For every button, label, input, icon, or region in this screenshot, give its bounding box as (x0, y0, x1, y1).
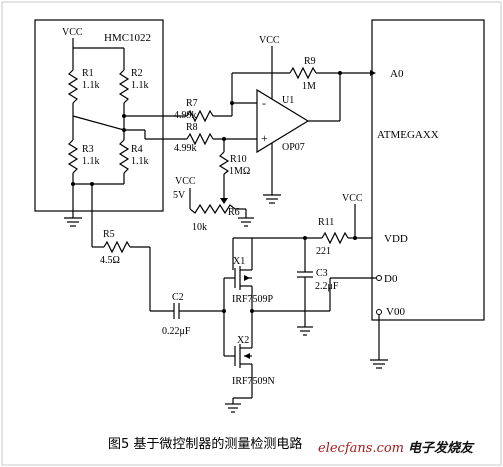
r6-potentiometer (189, 203, 236, 215)
r6-wiper-arrow (220, 198, 228, 204)
opamp-stage: R7 4.99k R8 4.99k - + U1 OP07 VCC R9 1M (173, 35, 372, 233)
r7-name: R7 (186, 98, 198, 109)
r6-value: 10k (192, 222, 207, 233)
mcu-pin-d0: D0 (384, 273, 398, 285)
c3-value: 2.2μF (315, 281, 339, 292)
opamp-symbol (256, 88, 310, 154)
driver-stage: R5 4.5Ω C2 0.22μF X1 IRF7509P (92, 217, 376, 413)
r2-value: 1.1k (131, 80, 149, 91)
x1-name: X1 (233, 256, 245, 267)
mcu-pin-v00: V00 (386, 306, 405, 318)
mcu-pin-a0: A0 (390, 68, 404, 80)
r3-name: R3 (82, 144, 94, 155)
x2-part: IRF7509N (232, 376, 275, 387)
r2-name: R2 (131, 68, 143, 79)
c2-name: C2 (172, 292, 184, 303)
r4-resistor (118, 139, 130, 174)
r10-name: R10 (230, 154, 247, 165)
mcu-block: ATMEGAXX A0 VDD D0 V00 VCC (342, 19, 485, 369)
x2-nmos-transistor (225, 311, 253, 413)
r7-value: 4.99k (174, 110, 197, 121)
r7-resistor (186, 109, 214, 123)
r9-value: 1M (302, 81, 316, 92)
r10-resistor (218, 151, 230, 175)
opamp-minus: - (262, 96, 266, 110)
r10-value: 1MΩ (229, 166, 250, 177)
r11-resistor (321, 231, 349, 245)
opamp-u1: U1 (282, 95, 294, 106)
mcu-pin-vdd: VDD (384, 233, 408, 245)
r2-resistor (118, 69, 130, 104)
hmc1022-sensor: HMC1022 VCC R1 1.1k R2 1.1k R3 1.1k R (34, 19, 187, 247)
pot-5v-label: 5V (173, 190, 186, 201)
r1-name: R1 (82, 68, 94, 79)
watermark-brand: 电子发烧友 (408, 440, 475, 456)
sensor-vcc-label: VCC (62, 27, 83, 38)
watermark-url: elecfans.com (318, 441, 404, 456)
r9-name: R9 (304, 56, 316, 67)
r8-resistor (186, 132, 214, 146)
opamp-vcc-label: VCC (259, 35, 280, 46)
pot-vcc-label: VCC (175, 176, 196, 187)
r1-value: 1.1k (82, 80, 100, 91)
r9-resistor (289, 66, 317, 80)
x2-name: X2 (237, 335, 249, 346)
sensor-chip-label: HMC1022 (104, 32, 151, 44)
c3-name: C3 (316, 268, 328, 279)
x1-part: IRF7509P (232, 294, 274, 305)
opamp-model: OP07 (282, 142, 305, 153)
r5-name: R5 (103, 229, 115, 240)
r3-resistor (67, 139, 79, 174)
mcu-name: ATMEGAXX (377, 129, 439, 141)
r5-value: 4.5Ω (100, 255, 120, 266)
r4-value: 1.1k (131, 156, 149, 167)
r6-name: R6 (228, 207, 240, 218)
r8-value: 4.99k (174, 143, 197, 154)
x1-pmos-transistor (232, 237, 253, 311)
r11-value: 221 (316, 246, 331, 257)
r8-name: R8 (186, 122, 198, 133)
r11-name: R11 (318, 217, 334, 228)
r4-name: R4 (131, 144, 143, 155)
r3-value: 1.1k (82, 156, 100, 167)
r5-resistor (103, 240, 131, 254)
opamp-plus: + (261, 131, 268, 145)
mcu-box (371, 19, 485, 321)
mcu-vcc-label: VCC (342, 193, 363, 204)
c2-value: 0.22μF (162, 326, 191, 337)
figure-caption: 图5 基于微控制器的测量检测电路 (108, 436, 302, 452)
r1-resistor (67, 69, 79, 104)
